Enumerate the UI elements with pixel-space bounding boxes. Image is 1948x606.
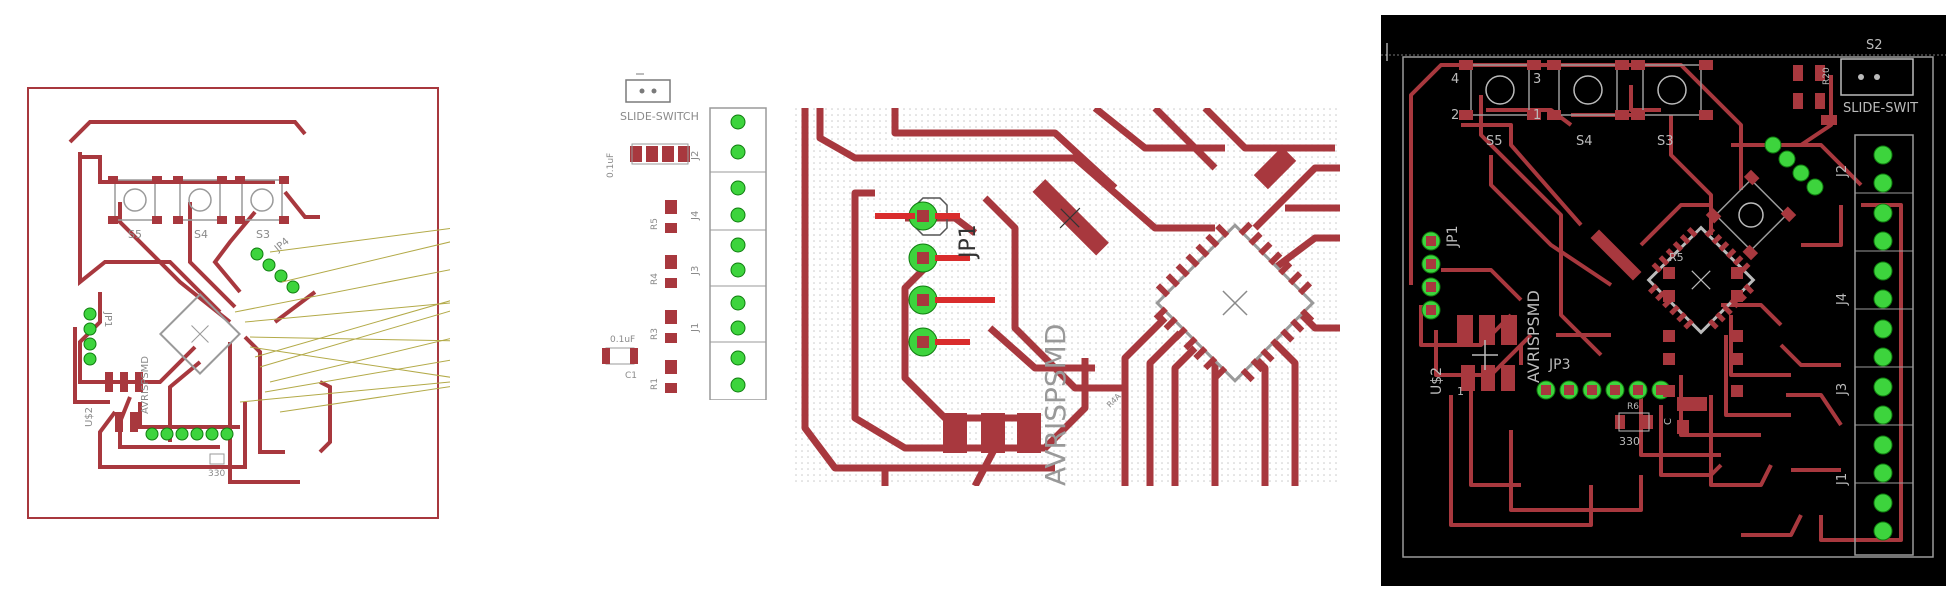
header-jp4-pads bbox=[1764, 136, 1824, 196]
label-c1: C1 bbox=[625, 371, 637, 381]
label-s5: S5 bbox=[128, 228, 142, 241]
switch-s3 bbox=[235, 176, 289, 224]
label-330: 330 bbox=[208, 469, 225, 479]
label-s2: S2 bbox=[1866, 38, 1883, 53]
label-u2: U$2 bbox=[84, 407, 95, 427]
header-jp1-squares bbox=[1426, 236, 1436, 315]
terminal-block bbox=[1854, 134, 1914, 556]
label-j2: J2 bbox=[1835, 165, 1850, 178]
pin-1-s5: 1 bbox=[1533, 108, 1541, 123]
label-j3: J3 bbox=[1835, 383, 1850, 396]
component-column-svg: SLIDE-SWITCH 0.1uF R5 R4 R3 R1 0.1uF C1 bbox=[602, 73, 767, 400]
switch-s1 bbox=[1705, 169, 1797, 261]
airwire-group bbox=[234, 228, 450, 413]
label-jp1: JP1 bbox=[956, 224, 981, 260]
left-board-panel: S5 S4 S3 JP4 JP1 U$2 AVRISPSMD bbox=[20, 82, 450, 524]
middle-board-svg: JP1 AVRISPSMD R4A bbox=[795, 108, 1340, 486]
header-jp1-pads bbox=[83, 307, 97, 366]
label-jp3: JP3 bbox=[1548, 357, 1570, 373]
regulator-u2 bbox=[105, 372, 143, 432]
capacitor-c1 bbox=[605, 347, 635, 365]
regulator-pads bbox=[943, 413, 1041, 453]
terminal-dividers bbox=[710, 171, 766, 343]
label-c: C bbox=[1663, 418, 1674, 425]
pin-2-s5: 2 bbox=[1451, 108, 1459, 123]
board-outline bbox=[27, 87, 439, 519]
slide-switch-body bbox=[1840, 58, 1914, 96]
capacitor-row bbox=[630, 143, 690, 165]
resistor-bank bbox=[1663, 267, 1743, 434]
header-jp3-squares bbox=[1541, 385, 1666, 395]
regulator-u2 bbox=[1457, 315, 1517, 391]
label-r5: R5 bbox=[650, 218, 660, 230]
label-j1: J1 bbox=[1835, 473, 1850, 486]
switch-s3 bbox=[1631, 60, 1713, 120]
crystal bbox=[1590, 229, 1642, 281]
microcontroller-chip bbox=[1153, 221, 1315, 383]
label-s4: S4 bbox=[194, 228, 208, 241]
label-cap: 0.1uF bbox=[606, 153, 616, 178]
pin-1-u2: 1 bbox=[1457, 385, 1464, 398]
label-cap2: 0.1uF bbox=[610, 335, 635, 345]
resistor-330 bbox=[209, 453, 225, 465]
slide-switch-body bbox=[625, 79, 671, 103]
label-slide-switch: SLIDE-SWIT bbox=[1843, 101, 1918, 116]
microcontroller-chip bbox=[158, 292, 242, 376]
switch-s5 bbox=[1459, 60, 1541, 120]
label-s3: S3 bbox=[256, 228, 270, 241]
label-j3: J3 bbox=[690, 266, 701, 276]
trace-group bbox=[801, 108, 1340, 486]
label-r5: R5 bbox=[1669, 251, 1684, 264]
left-board-svg: S5 S4 S3 JP4 JP1 U$2 AVRISPSMD bbox=[27, 87, 450, 519]
label-r1: R1 bbox=[650, 378, 660, 390]
right-board-svg: 4 2 3 1 S5 S4 S3 S2 SLIDE-SWIT R20 bbox=[1381, 15, 1946, 586]
pin-3-s5: 3 bbox=[1533, 72, 1541, 87]
label-j2: J2 bbox=[690, 151, 701, 161]
label-s5: S5 bbox=[1486, 134, 1503, 149]
crystal bbox=[1032, 179, 1109, 256]
label-r6: R6 bbox=[1627, 402, 1639, 412]
label-slide-switch: SLIDE-SWITCH bbox=[620, 110, 699, 123]
label-r4: R4 bbox=[650, 273, 660, 285]
header-jp1 bbox=[908, 197, 948, 357]
label-jp1: JP1 bbox=[102, 311, 113, 327]
header-jp1-traces bbox=[875, 213, 995, 345]
header-jp4-pads bbox=[250, 247, 300, 294]
header-avrisp-pads bbox=[145, 427, 234, 441]
label-jp4: JP4 bbox=[272, 236, 292, 255]
microcontroller-chip bbox=[1646, 225, 1756, 335]
label-r3: R3 bbox=[650, 328, 660, 340]
small-parts-top bbox=[1793, 65, 1837, 125]
label-330: 330 bbox=[1619, 435, 1640, 448]
resistor-stack bbox=[665, 200, 677, 393]
switch-s4 bbox=[173, 176, 227, 224]
label-r20: R20 bbox=[1822, 67, 1832, 85]
middle-board-panel: JP1 AVRISPSMD R4A bbox=[795, 108, 1340, 486]
label-avrisp: AVRISPSMD bbox=[140, 356, 151, 414]
switch-s4 bbox=[1547, 60, 1629, 120]
right-board-panel: 4 2 3 1 S5 S4 S3 S2 SLIDE-SWIT R20 bbox=[1381, 15, 1946, 586]
label-j1: J1 bbox=[690, 323, 701, 333]
resistor-r6 bbox=[1615, 412, 1653, 432]
terminal-pads bbox=[1873, 145, 1893, 541]
label-s3: S3 bbox=[1657, 134, 1674, 149]
label-jp1: JP1 bbox=[1445, 226, 1461, 248]
switch-s5 bbox=[108, 176, 162, 224]
label-j4: J4 bbox=[690, 211, 701, 221]
resistor-topright bbox=[1253, 146, 1297, 190]
trace-group bbox=[68, 120, 332, 484]
label-u2: U$2 bbox=[1429, 367, 1445, 395]
terminal-dividers bbox=[1855, 192, 1913, 484]
label-avrisp: AVRISPSMD bbox=[1039, 324, 1072, 486]
terminal-pads bbox=[730, 114, 746, 393]
label-s4: S4 bbox=[1576, 134, 1593, 149]
pin-4-s5: 4 bbox=[1451, 72, 1459, 87]
board-outline bbox=[1402, 56, 1934, 558]
label-avrisp: AVRISPSMD bbox=[1524, 290, 1543, 383]
label-j4: J4 bbox=[1835, 293, 1850, 306]
component-column: SLIDE-SWITCH 0.1uF R5 R4 R3 R1 0.1uF C1 bbox=[490, 60, 780, 400]
